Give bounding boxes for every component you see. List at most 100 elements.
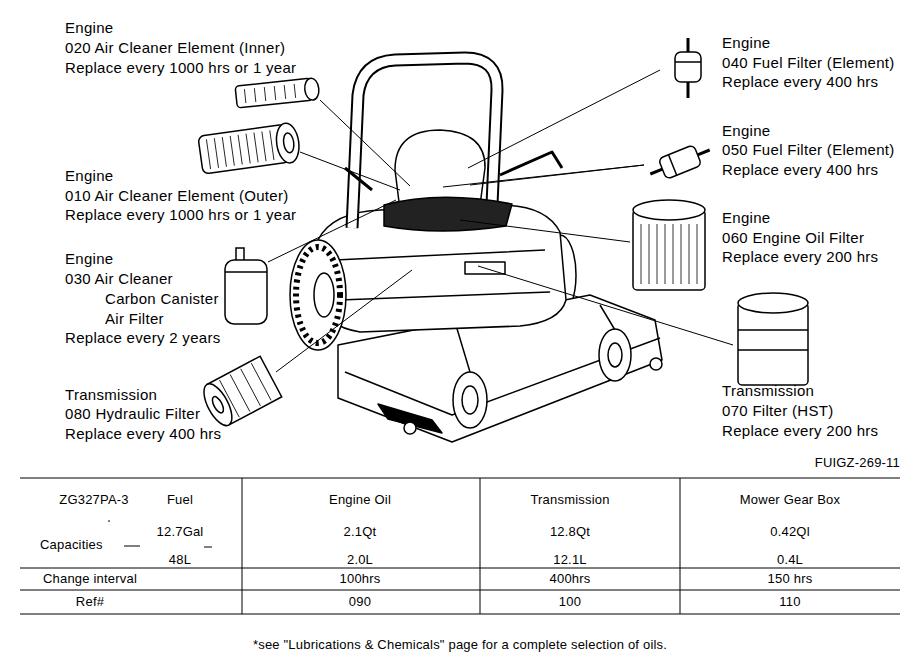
- filter-band: [668, 155, 676, 175]
- replace-interval: Replace every 400 hrs: [722, 72, 878, 92]
- front-caster: [453, 372, 487, 428]
- oil-filter-icon: [633, 200, 705, 290]
- table-header: Transmission: [530, 492, 609, 508]
- part-category: Engine: [722, 208, 771, 228]
- leader-line: [460, 220, 630, 242]
- table-rule: [20, 478, 900, 479]
- tire-hub: [314, 273, 334, 317]
- replace-interval: Replace every 400 hrs: [65, 424, 221, 444]
- control-lever: [345, 152, 562, 190]
- filter-pleat: [206, 130, 274, 169]
- part-name: 040 Fuel Filter (Element): [722, 53, 895, 73]
- filter-pleat: [244, 84, 295, 103]
- table-header: Mower Gear Box: [740, 492, 840, 508]
- caster-hub: [462, 386, 478, 414]
- part-name: 080 Hydraulic Filter: [65, 404, 200, 424]
- table-cell: 48L: [169, 552, 191, 568]
- filter-pleat: [641, 224, 697, 284]
- rear-tire: [290, 240, 346, 350]
- table-rule: [680, 478, 681, 614]
- leader-line: [300, 152, 400, 190]
- table-header: Fuel: [167, 492, 193, 508]
- part-name: 060 Engine Oil Filter: [722, 228, 864, 248]
- inner-element-icon: [235, 77, 320, 108]
- outer-element-icon: [198, 122, 302, 175]
- part-category: Engine: [65, 166, 114, 186]
- part-name: 020 Air Cleaner Element (Inner): [65, 38, 285, 58]
- table-cell: 12.1L: [553, 552, 587, 568]
- canister-icon: [225, 248, 267, 324]
- leader-line: [443, 165, 644, 187]
- filter-top: [738, 293, 808, 313]
- filter-body: [658, 145, 701, 180]
- table-header: Change interval: [43, 571, 137, 587]
- deck-wheel: [404, 422, 416, 434]
- part-category: Transmission: [722, 381, 814, 401]
- filter-end: [274, 122, 301, 165]
- part-name: 030 Air Cleaner Carbon Canister Air Filt…: [65, 269, 225, 329]
- filter-end: [198, 380, 237, 430]
- filter-body: [235, 78, 313, 108]
- table-cell: 400hrs: [550, 571, 591, 587]
- table-dash: [108, 521, 110, 522]
- leader-line: [468, 70, 660, 168]
- table-cell: 0.4L: [777, 552, 803, 568]
- table-cell: 2.0L: [347, 552, 373, 568]
- table-rule: [242, 478, 243, 614]
- table-cell: 0.42Ql: [770, 524, 810, 540]
- mower-drawing: [290, 58, 662, 442]
- figure-code: FUIGZ-269-11: [815, 455, 900, 471]
- table-cell: 2.1Qt: [344, 524, 377, 540]
- table-rules: [20, 478, 900, 614]
- canister-band: [225, 271, 267, 273]
- filter-body: [675, 52, 701, 82]
- table-header: Ref#: [76, 594, 104, 610]
- leader-line: [320, 100, 410, 186]
- replace-interval: Replace every 1000 hrs or 1 year: [65, 205, 296, 225]
- table-cell: 100hrs: [340, 571, 381, 587]
- table-cell: 12.8Qt: [550, 524, 590, 540]
- table-cell: 090: [349, 594, 371, 610]
- caster-hub: [608, 343, 622, 367]
- hst-filter-icon: [738, 293, 808, 385]
- body-panel: [335, 250, 550, 300]
- filter-band: [675, 61, 701, 63]
- part-category: Engine: [65, 18, 114, 38]
- filter-end: [304, 77, 320, 100]
- deck-chute: [378, 404, 442, 433]
- filter-body: [198, 124, 290, 174]
- table-header: Capacities: [40, 537, 103, 553]
- leader-line: [470, 165, 644, 185]
- filter-top: [633, 200, 705, 220]
- part-name: 070 Filter (HST): [722, 401, 833, 421]
- canister-body: [225, 260, 267, 324]
- seat-cushion: [384, 197, 512, 231]
- table-rule: [20, 568, 900, 569]
- table-dash: [204, 547, 212, 548]
- footnote: *see "Lubrications & Chemicals" page for…: [253, 637, 667, 653]
- leader-lines: [268, 70, 733, 372]
- filter-end: [210, 395, 226, 415]
- deck-wheel: [650, 358, 662, 370]
- filter-body: [633, 210, 705, 290]
- leader-line: [478, 266, 733, 345]
- table-cell: 100: [559, 594, 581, 610]
- table-cell: 12.7Gal: [157, 524, 204, 540]
- filter-band: [738, 330, 808, 350]
- replace-interval: Replace every 400 hrs: [722, 160, 878, 180]
- filter-end: [282, 132, 295, 153]
- table-cell: 110: [779, 594, 800, 610]
- part-name: 050 Fuel Filter (Element): [722, 140, 895, 160]
- table-cell: 150 hrs: [768, 571, 813, 587]
- part-category: Transmission: [65, 385, 157, 405]
- part-category: Engine: [722, 33, 771, 53]
- fuel-filter-icon: [675, 38, 701, 98]
- table-dash: [124, 546, 140, 547]
- table-rule: [480, 478, 481, 614]
- table-header: Engine Oil: [329, 492, 391, 508]
- table-rule: [20, 614, 900, 615]
- part-icons: [198, 38, 808, 430]
- replace-interval: Replace every 200 hrs: [722, 247, 878, 267]
